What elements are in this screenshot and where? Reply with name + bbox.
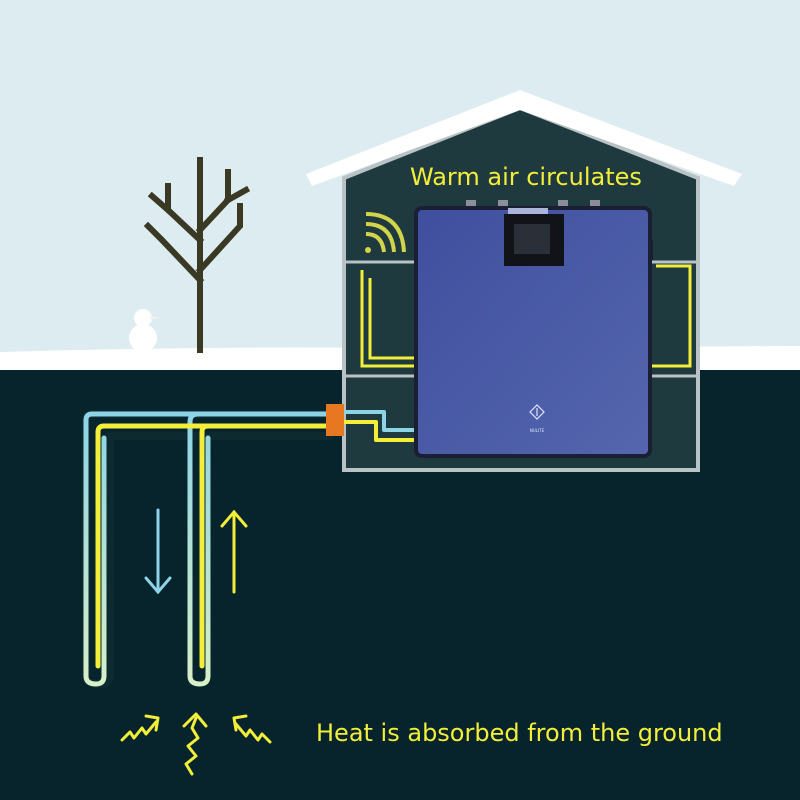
heat-pump-side-edge: [648, 240, 653, 260]
heat-pump-port-3: [558, 200, 568, 210]
warm-pipe: [95, 423, 333, 669]
house-roof-snow: [306, 90, 742, 186]
unit-brand-label: NULITE: [529, 428, 545, 433]
indoor-pipe-loop: [360, 264, 692, 368]
squiggly-heat-arrow-icon: [120, 712, 272, 776]
control-panel-screen: [514, 224, 550, 254]
heat-pump-port-1: [466, 200, 476, 210]
cold-pipe: [83, 411, 333, 687]
warm-air-caption: Warm air circulates: [410, 163, 642, 191]
indoor-feed-cold: [342, 410, 422, 432]
heat-pump-unit: [414, 200, 653, 458]
ground-loop-pipes: [82, 410, 422, 688]
brand-logo-icon: [529, 404, 545, 420]
wall-connector: [326, 404, 344, 436]
heat-absorbed-caption: Heat is absorbed from the ground: [316, 719, 723, 747]
indoor-feed-warm: [342, 420, 422, 442]
heat-pump-top-highlight: [508, 208, 548, 214]
up-arrow-icon: [220, 509, 248, 594]
wifi-waves-dot: [365, 247, 371, 253]
heat-pump-port-2: [498, 200, 508, 210]
down-arrow-icon: [144, 508, 172, 595]
heat-pump-port-4: [590, 200, 600, 210]
cold-pipe-2: [187, 411, 333, 687]
warm-pipe-2: [199, 423, 333, 669]
wifi-waves-icon: [365, 212, 406, 253]
snowman-icon: [129, 309, 160, 352]
tree-icon: [143, 157, 251, 353]
